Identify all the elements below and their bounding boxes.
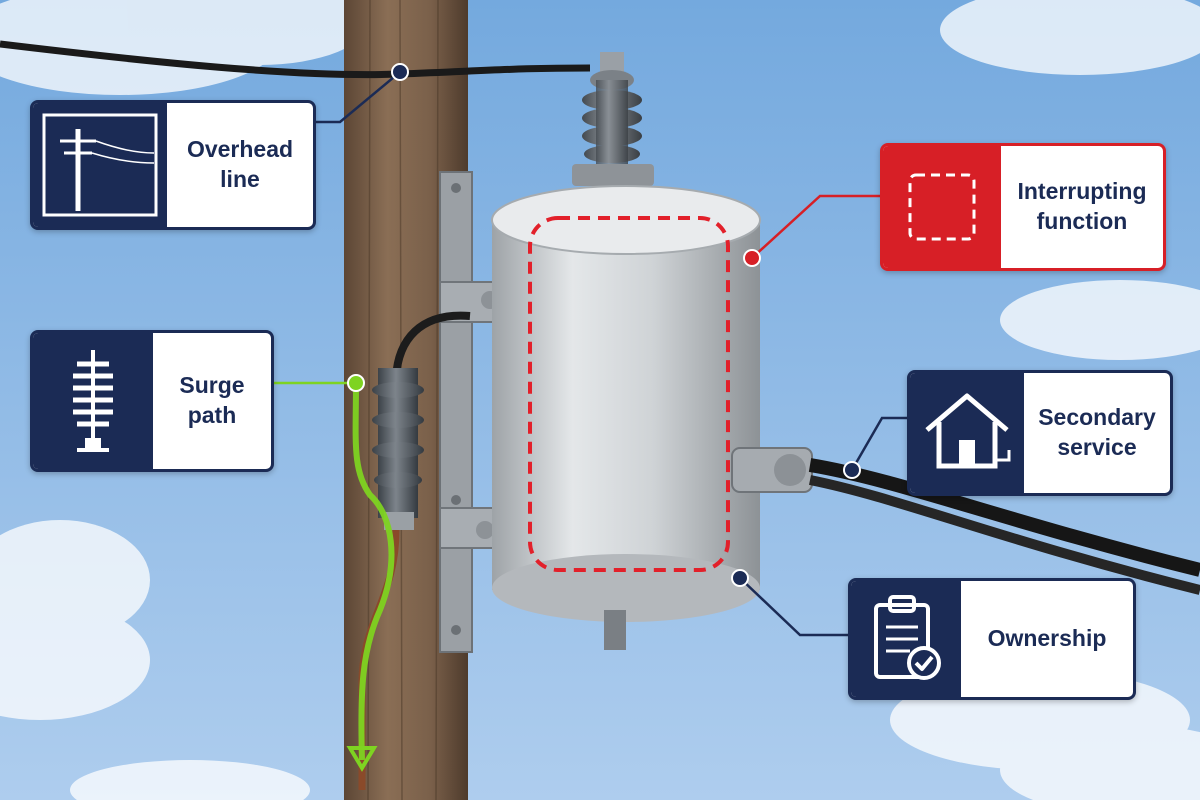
- callout-secondary-service: Secondary service: [907, 370, 1173, 496]
- overhead-line-label: Overhead line: [186, 136, 294, 192]
- mounting-bracket: [439, 171, 473, 653]
- leader-ownership: [739, 577, 848, 637]
- dashed-box-icon: [883, 146, 1001, 268]
- house-icon: [910, 373, 1024, 493]
- leader-interrupting: [751, 194, 880, 259]
- surge-path-arrow: [346, 746, 378, 772]
- callout-interrupting-function: Interrupting function: [880, 143, 1166, 271]
- clipboard-check-icon: [851, 581, 961, 697]
- secondary-bushing: [731, 447, 813, 493]
- utility-pole-icon: [33, 103, 167, 227]
- leader-secondary-service: [850, 416, 907, 471]
- leader-overhead-line: [310, 71, 401, 124]
- transformer-tank: [491, 185, 761, 650]
- surge-path-line: [352, 383, 395, 761]
- surge-path-label: Surge path: [179, 372, 245, 428]
- callout-ownership: Ownership: [848, 578, 1136, 700]
- surge-arrester: [372, 368, 424, 530]
- callout-overhead-line: Overhead line: [30, 100, 316, 230]
- callout-surge-path: Surge path: [30, 330, 274, 472]
- interrupting-boundary: [528, 216, 730, 572]
- secondary-service-label: Secondary service: [1038, 404, 1156, 460]
- interrupting-function-label: Interrupting function: [1017, 178, 1147, 234]
- primary-bushing: [572, 52, 654, 186]
- overhead-line-wire: [0, 40, 591, 79]
- ownership-label: Ownership: [987, 625, 1107, 652]
- arrester-icon: [33, 333, 153, 469]
